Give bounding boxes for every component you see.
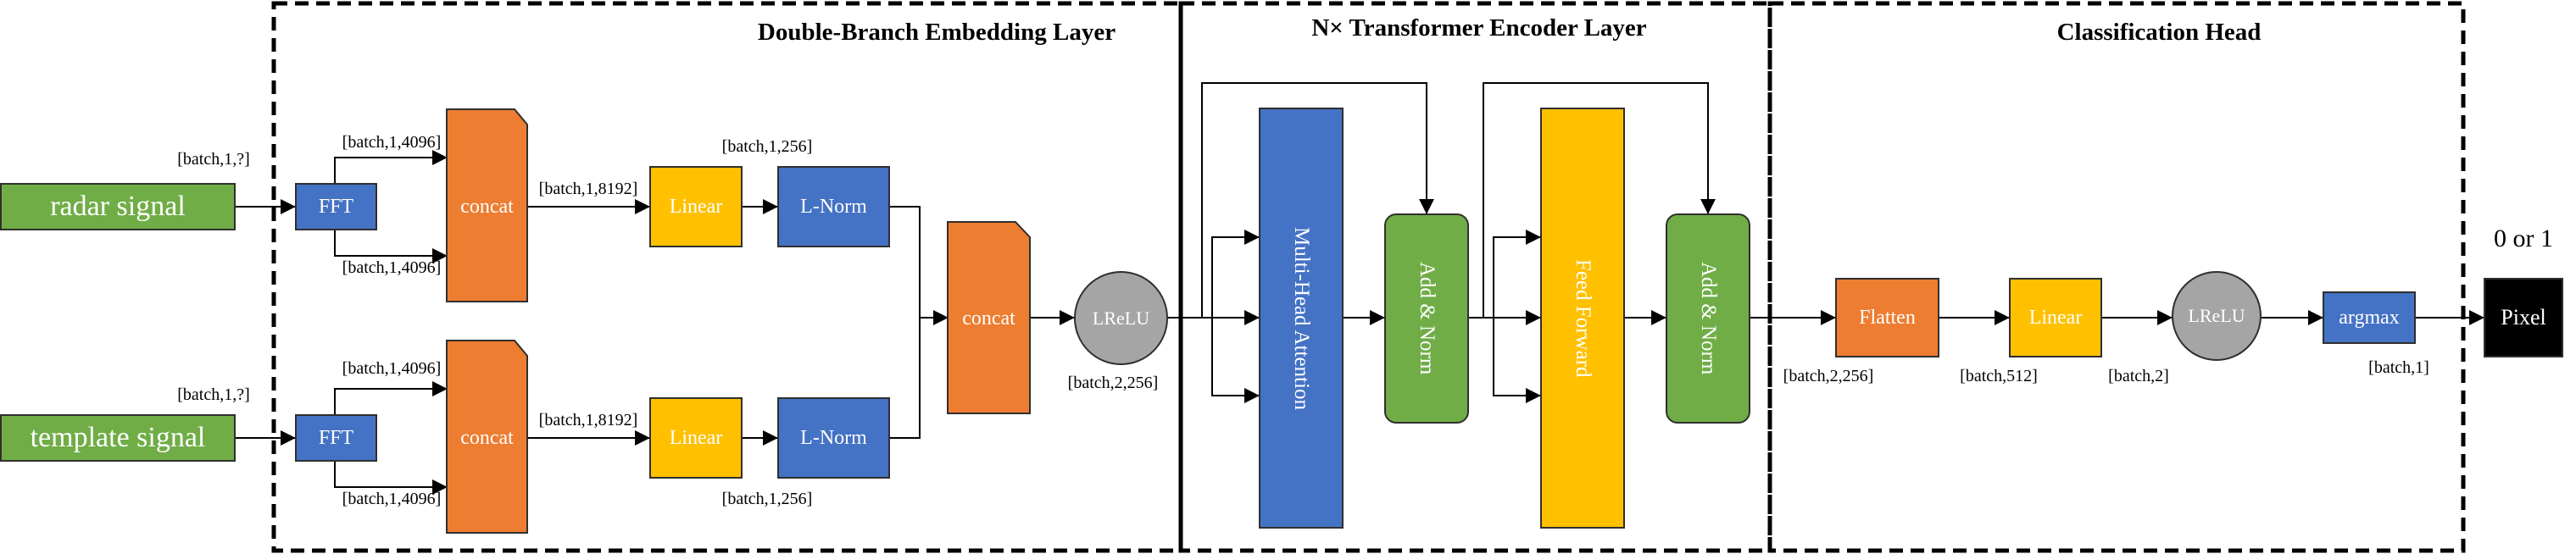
dim-flatten-out: [batch,512] <box>1960 367 2038 385</box>
flatten-node: Flatten <box>1835 278 1939 357</box>
fft-node-bottom: FFT <box>295 414 377 462</box>
add-norm-label-1: Add & Norm <box>1416 262 1438 375</box>
feed-forward-node: Feed Forward <box>1540 108 1625 529</box>
dim-concat-top: [batch,1,8192] <box>538 180 638 198</box>
dim-norm-top: [batch,1,256] <box>721 137 813 156</box>
dim-fft-bottom-1: [batch,1,4096] <box>342 359 442 378</box>
radar-signal-input: radar signal <box>0 183 236 230</box>
template-signal-input: template signal <box>0 414 236 462</box>
add-norm-node-1: Add & Norm <box>1384 213 1469 424</box>
linear-node-bottom: Linear <box>649 397 743 479</box>
linear-node-head: Linear <box>2009 278 2102 357</box>
linear-node-top: Linear <box>649 166 743 247</box>
concat-shapes <box>446 108 1031 534</box>
dim-merge-out: [batch,2,256] <box>1067 374 1159 392</box>
dim-template-input: [batch,1,?] <box>177 385 250 404</box>
multi-head-attention-node: Multi-Head Attention <box>1259 108 1344 529</box>
output-label: 0 or 1 <box>2494 224 2553 252</box>
dim-flatten-in: [batch,2,256] <box>1783 367 1874 385</box>
dim-norm-bottom: [batch,1,256] <box>721 490 813 508</box>
section-title-head: Classification Head <box>2056 19 2262 46</box>
lrelu-node-head: LReLU <box>2172 271 2262 361</box>
lrelu-node-embedding: LReLU <box>1074 271 1168 365</box>
dim-fft-top-2: [batch,1,4096] <box>342 258 442 277</box>
section-title-embedding: Double-Branch Embedding Layer <box>757 19 1116 46</box>
lnorm-node-bottom: L-Norm <box>777 397 890 479</box>
dim-radar-input: [batch,1,?] <box>177 150 250 169</box>
dim-concat-bottom: [batch,1,8192] <box>538 411 638 429</box>
dim-fft-top-1: [batch,1,4096] <box>342 133 442 152</box>
lnorm-node-top: L-Norm <box>777 166 890 247</box>
dim-argmax-out: [batch,1] <box>2368 358 2429 377</box>
pixel-output-node: Pixel <box>2484 278 2563 357</box>
fft-node-top: FFT <box>295 183 377 230</box>
multi-head-attention-label: Multi-Head Attention <box>1290 226 1313 410</box>
dim-linear-out: [batch,2] <box>2108 367 2169 385</box>
section-frames <box>271 1 2466 553</box>
add-norm-label-2: Add & Norm <box>1697 262 1720 375</box>
feed-forward-label: Feed Forward <box>1572 258 1594 378</box>
concat-node-merge: concat <box>962 307 1015 330</box>
dim-fft-bottom-2: [batch,1,4096] <box>342 490 442 508</box>
concat-node-top: concat <box>460 195 514 218</box>
section-title-encoder: N× Transformer Encoder Layer <box>1311 14 1647 42</box>
argmax-node: argmax <box>2323 291 2416 344</box>
add-norm-node-2: Add & Norm <box>1666 213 1750 424</box>
concat-node-bottom: concat <box>460 426 514 449</box>
